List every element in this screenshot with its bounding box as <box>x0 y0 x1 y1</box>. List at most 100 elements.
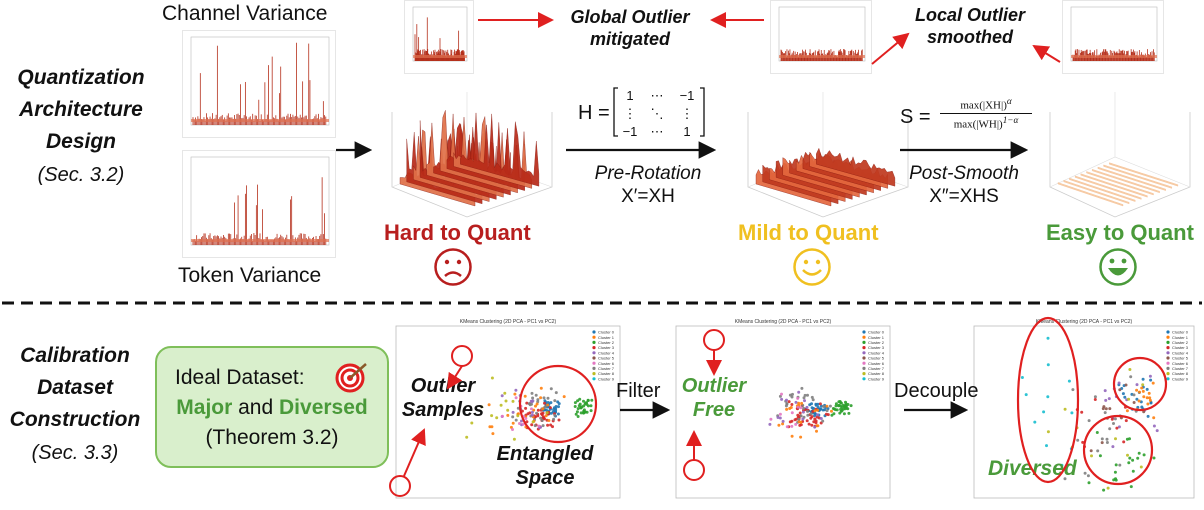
scatter-point <box>530 410 534 414</box>
scatter-point <box>520 419 523 423</box>
scatter-point <box>1095 431 1099 434</box>
scatter-point <box>842 412 846 416</box>
surface-ridge <box>1097 166 1166 191</box>
entangled-scatter-plot: KMeans Clustering (2D PCA - PC1 vs PC2)C… <box>395 319 621 499</box>
legend-marker <box>862 356 866 360</box>
scatter-point <box>800 401 804 405</box>
scatter-point <box>573 405 577 408</box>
scatter-point <box>1137 451 1141 455</box>
scatter-point <box>546 401 550 404</box>
scatter-point <box>785 425 789 429</box>
scatter-point <box>781 422 785 426</box>
scatter-point <box>525 420 529 424</box>
scatter-point <box>1146 402 1150 406</box>
scatter-point <box>557 405 560 409</box>
scatter-point <box>806 413 810 417</box>
scatter-point <box>540 419 544 422</box>
scatter-point <box>1148 396 1152 400</box>
scatter-point <box>815 429 818 433</box>
scatter-point <box>530 423 534 427</box>
scatter-point <box>785 402 789 406</box>
scatter-point <box>813 425 817 429</box>
scatter-point <box>1042 410 1046 414</box>
scatter-point <box>807 422 811 426</box>
legend-marker <box>862 372 866 376</box>
scatter-point <box>1140 405 1144 409</box>
surface-ridge <box>1074 175 1142 200</box>
legend-label: Cluster 1 <box>1172 335 1189 340</box>
s-fraction: max(|XH|)α max(|WH|)1−α <box>936 96 1036 130</box>
legend-label: Cluster 8 <box>868 371 885 376</box>
scatter-point <box>819 407 823 411</box>
scatter-point <box>781 419 785 423</box>
scatter-point <box>803 393 807 397</box>
scatter-point <box>539 386 543 390</box>
scatter-point <box>1129 375 1133 379</box>
scatter-point <box>557 418 561 422</box>
legend-label: Cluster 7 <box>868 366 885 371</box>
hard-to-quant-label: Hard to Quant <box>384 220 531 245</box>
scatter-point <box>1125 409 1129 413</box>
scatter-point <box>1033 420 1037 424</box>
scatter-point <box>536 414 540 418</box>
matrix-cell: ⋱ <box>650 106 664 121</box>
scatter-point <box>547 419 551 422</box>
scatter-point <box>487 403 491 407</box>
scatter-point <box>1087 481 1091 485</box>
scatter-point <box>1148 398 1152 402</box>
label-line: Outlier <box>681 375 747 397</box>
scatter-point <box>1046 395 1050 399</box>
scatter-point <box>576 415 580 418</box>
surface-ridge <box>1057 182 1124 207</box>
scatter-point <box>799 406 803 410</box>
scatter-point <box>813 417 817 421</box>
scatter-point <box>544 408 548 412</box>
scatter-point <box>839 404 843 408</box>
scatter-point <box>511 428 514 431</box>
surface-ridge <box>1103 164 1172 189</box>
diversed-text: Diversed <box>279 396 368 419</box>
scatter-point <box>802 396 806 400</box>
scatter-point <box>847 411 851 415</box>
legend-marker <box>1166 377 1170 381</box>
legend-label: Cluster 0 <box>868 330 885 335</box>
scatter-point <box>1139 465 1143 469</box>
scatter-point <box>788 407 792 410</box>
scatter-point <box>1132 393 1136 397</box>
scatter-point <box>576 407 580 411</box>
post-smooth-label: Post-Smooth X″=XHS <box>894 162 1034 208</box>
scatter-point <box>1152 424 1156 428</box>
scatter-point <box>580 405 584 409</box>
token-variance-label: Token Variance <box>178 264 322 287</box>
outlier-circle <box>389 475 411 497</box>
legend-label: Cluster 9 <box>868 376 885 381</box>
scatter-point <box>785 398 788 402</box>
scatter-point <box>813 409 817 413</box>
variance-baseline <box>191 119 329 122</box>
title-line: Dataset <box>37 376 113 399</box>
scatter-point <box>1087 419 1091 423</box>
legend-label: Cluster 2 <box>1172 340 1189 345</box>
scatter-point <box>553 399 557 403</box>
scatter-point <box>1102 488 1106 492</box>
scatter-point <box>1124 383 1128 387</box>
scatter-point <box>544 414 548 418</box>
scatter-point <box>1108 427 1112 431</box>
scatter-point <box>533 424 537 428</box>
legend-label: Cluster 2 <box>598 340 615 345</box>
legend-label: Cluster 4 <box>868 350 885 355</box>
scatter-point <box>541 424 545 428</box>
scatter-point <box>1131 469 1135 473</box>
scatter-point <box>530 391 534 395</box>
scatter-point <box>514 418 518 422</box>
decouple-label: Decouple <box>894 380 979 402</box>
scatter-point <box>554 391 558 395</box>
s-numerator: max(|XH|)α <box>936 96 1036 112</box>
bottom-arrows <box>389 316 1168 497</box>
scatter-point <box>562 395 566 399</box>
removed-outlier-circle <box>703 329 725 351</box>
h-matrix-formula: H = 1 ⋯ −1 ⋮ ⋱ ⋮ −1 ⋯ 1 <box>578 86 718 146</box>
scatter-point <box>512 437 516 441</box>
legend-marker <box>1166 335 1170 339</box>
scatter-point <box>816 424 820 428</box>
